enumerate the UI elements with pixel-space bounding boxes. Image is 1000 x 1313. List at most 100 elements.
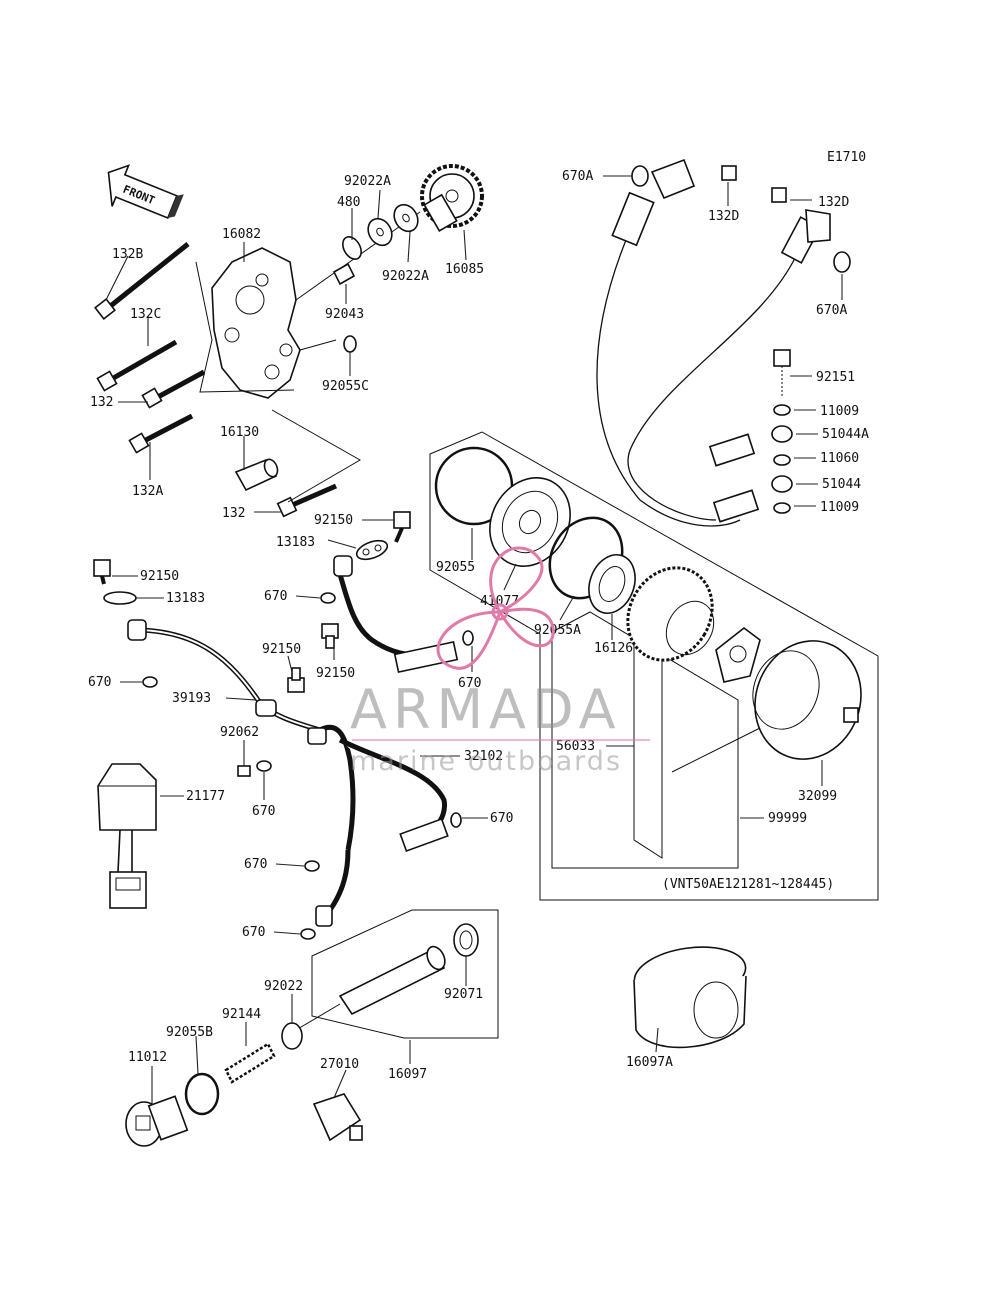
washer-11009-b	[773, 502, 791, 514]
label-92043: 92043	[325, 307, 364, 322]
o-ring-670-a	[320, 592, 336, 604]
strainer-16097	[295, 909, 499, 1039]
label-16082: 16082	[222, 227, 261, 242]
label-41077: 41077	[480, 594, 519, 609]
pin-92043	[332, 262, 356, 286]
o-ring-670-b	[142, 676, 158, 688]
label-32102: 32102	[464, 749, 503, 764]
part-labels: 92022A 480 16082 132B 92022A 16085 132C …	[88, 169, 869, 1082]
label-21177: 21177	[186, 789, 225, 804]
cover-41077	[489, 477, 571, 567]
diagram-code: E1710	[827, 150, 866, 165]
front-arrow-icon: FRONT	[107, 164, 184, 220]
oil-hose-assembly	[596, 158, 831, 527]
propeller-logo-icon	[436, 546, 555, 670]
label-670A-a: 670A	[562, 169, 593, 184]
seal-92071	[453, 923, 479, 957]
sleeve-16130	[234, 458, 279, 492]
leader-lines	[105, 175, 843, 1104]
label-670A-b: 670A	[816, 303, 847, 318]
label-92055A: 92055A	[534, 623, 581, 638]
label-670-a: 670	[264, 589, 287, 604]
pressure-switch-27010	[312, 1093, 363, 1142]
label-670-e: 670	[490, 811, 513, 826]
label-39193: 39193	[172, 691, 211, 706]
plug-92062	[237, 765, 251, 777]
label-11009-b: 11009	[820, 500, 859, 515]
bolt-132D-a	[721, 165, 737, 181]
label-92022A: 92022A	[382, 269, 429, 284]
oil-filter-32099	[752, 640, 862, 760]
label-92150-c: 92150	[262, 642, 301, 657]
bolt-92150-c	[287, 667, 305, 693]
washer-11009-a	[773, 404, 791, 416]
label-13183-a: 13183	[276, 535, 315, 550]
label-92062: 92062	[220, 725, 259, 740]
label-92150-a: 92150	[314, 513, 353, 528]
oil-pump-assembly	[211, 247, 301, 399]
label-51044A: 51044A	[822, 427, 869, 442]
label-92055C: 92055C	[322, 379, 369, 394]
label-132A: 132A	[132, 484, 163, 499]
label-92022: 92022	[264, 979, 303, 994]
label-99999: 99999	[768, 811, 807, 826]
bolt-92150-b	[93, 559, 111, 585]
spring-92144	[224, 1042, 276, 1084]
label-92144: 92144	[222, 1007, 261, 1022]
washer-92022	[281, 1022, 303, 1050]
label-480: 480	[337, 195, 360, 210]
o-ring-92055C	[343, 335, 357, 353]
label-670-g: 670	[242, 925, 265, 940]
label-92055B: 92055B	[166, 1025, 213, 1040]
o-ring-670-f	[304, 860, 320, 872]
label-92150-d: 92150	[316, 666, 355, 681]
label-16097A: 16097A	[626, 1055, 673, 1070]
bolt-92151	[773, 349, 791, 396]
label-670-d: 670	[252, 804, 275, 819]
oil-filter-16097A	[633, 946, 747, 1049]
bolt-132	[141, 369, 206, 409]
label-92151: 92151	[816, 370, 855, 385]
label-92150-b: 92150	[140, 569, 179, 584]
label-16085: 16085	[445, 262, 484, 277]
bolt-132D-b	[771, 187, 787, 203]
label-670-c: 670	[458, 676, 481, 691]
label-51044: 51044	[822, 477, 861, 492]
label-11012: 11012	[128, 1050, 167, 1065]
watermark-brand: ARMADA	[350, 678, 622, 741]
o-ring-670-d	[256, 760, 272, 772]
label-132D-a: 132D	[708, 209, 739, 224]
watermark-tagline: marine outboards	[350, 746, 622, 777]
bolt-92150-a	[393, 511, 411, 543]
label-27010: 27010	[320, 1057, 359, 1072]
o-ring-670-e	[450, 812, 462, 828]
seal-16126	[588, 554, 636, 614]
label-132D-b: 132D	[818, 195, 849, 210]
label-92022A-top: 92022A	[344, 174, 391, 189]
o-ring-670-g	[300, 928, 316, 940]
label-16130: 16130	[220, 425, 259, 440]
label-132C: 132C	[130, 307, 161, 322]
filter-plate	[715, 626, 761, 683]
bolt-132C	[96, 339, 178, 392]
label-32099: 32099	[798, 789, 837, 804]
label-56033: 56033	[556, 739, 595, 754]
range-note: (VNT50AE121281~128445)	[662, 877, 834, 892]
washer-92022A-a	[367, 217, 393, 247]
bolt-132A	[128, 413, 194, 454]
label-92055: 92055	[436, 560, 475, 575]
label-11060: 11060	[820, 451, 859, 466]
bolt-132-lower	[276, 483, 337, 518]
armada-watermark: ARMADA marine outboards	[350, 546, 650, 777]
bolt-92150-d	[321, 623, 339, 649]
gear-16085	[420, 164, 484, 232]
label-132-a: 132	[90, 395, 113, 410]
washer-11060	[773, 454, 791, 466]
label-670-b: 670	[88, 675, 111, 690]
o-ring-670A-b	[833, 251, 851, 273]
label-16126: 16126	[594, 641, 633, 656]
label-11009-a: 11009	[820, 404, 859, 419]
label-670-f: 670	[244, 857, 267, 872]
